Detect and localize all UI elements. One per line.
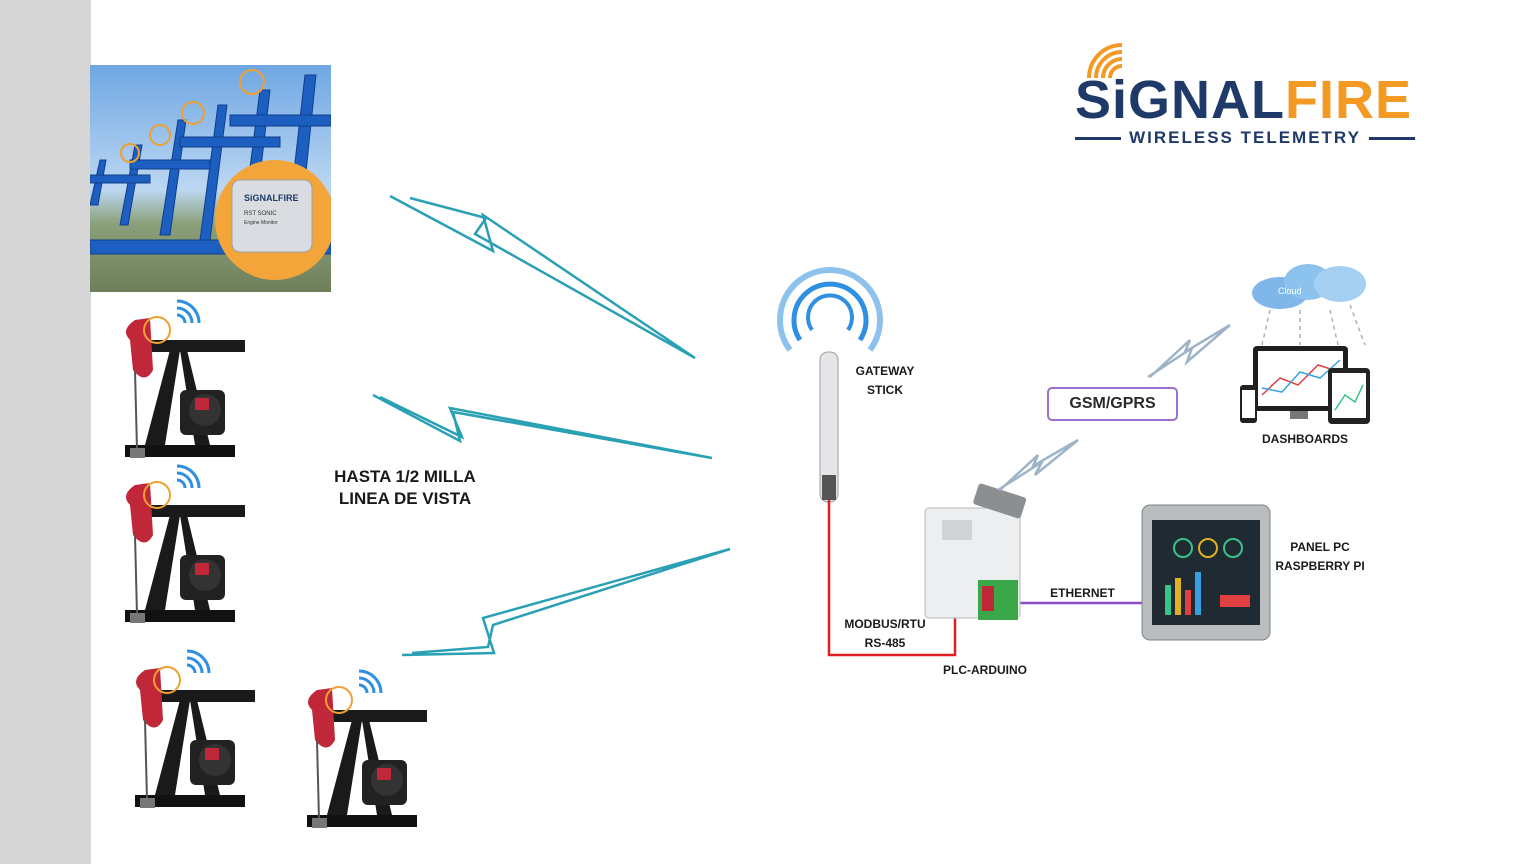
gateway-antenna-base: [822, 475, 836, 500]
cloud-label: Cloud: [1278, 286, 1302, 296]
device-model: RST SONIC: [244, 211, 277, 217]
pump-jack-1: [123, 299, 247, 460]
gsm-link-lower: [997, 438, 1079, 492]
panel-label: PANEL PC RASPBERRY PI: [1265, 538, 1375, 576]
modbus-label: MODBUS/RTU RS-485: [830, 615, 940, 653]
logo-word-signal: SiGNAL: [1075, 70, 1286, 130]
signalfire-device: [231, 179, 313, 253]
oilfield-photo-art: SiGNALFIRE RST SONIC Engine Monitor: [90, 69, 331, 280]
cloud-icon: Cloud: [1252, 264, 1366, 309]
device-sub: Engine Monitor: [244, 220, 278, 226]
gateway-line-2: STICK: [867, 383, 903, 397]
signalfire-logo: SiGNALFIRE WIRELESS TELEMETRY: [1075, 40, 1420, 155]
range-line-2: LINEA DE VISTA: [338, 489, 472, 508]
pump-jack-4: [305, 669, 429, 830]
gateway-line-1: GATEWAY: [855, 364, 915, 378]
logo-dash-right: [1368, 136, 1416, 140]
gateway-label: GATEWAY STICK: [845, 362, 925, 400]
ethernet-label: ETHERNET: [1050, 586, 1115, 600]
range-label: HASTA 1/2 MILLA LINEA DE VISTA: [300, 466, 510, 510]
left-gray-bar: [0, 0, 91, 864]
logo-wordmark: SiGNALFIRE: [1075, 70, 1412, 130]
gsm-gprs-box: GSM/GPRS: [1047, 387, 1178, 421]
panel-pc: [1141, 504, 1271, 641]
logo-dash-left: [1075, 136, 1122, 140]
radio-link-2: [372, 393, 713, 460]
modbus-line-1: MODBUS/RTU: [844, 617, 926, 631]
radio-link-1: [389, 194, 696, 360]
modbus-line-2: RS-485: [864, 636, 906, 650]
range-line-1: HASTA 1/2 MILLA: [334, 467, 476, 486]
panel-line-1: PANEL PC: [1290, 540, 1350, 554]
gateway-signal-icon: [777, 267, 883, 352]
plc-arduino-device: [924, 483, 1027, 620]
logo-word-fire: FIRE: [1285, 70, 1413, 130]
dashboards-label: DASHBOARDS: [1261, 432, 1348, 446]
oilfield-photo: SiGNALFIRE RST SONIC Engine Monitor: [90, 65, 331, 292]
plc-label: PLC-ARDUINO: [943, 663, 1027, 677]
dashboard-devices: [1240, 346, 1370, 424]
logo-signal-icon: [1087, 43, 1123, 79]
pump-jack-3: [133, 649, 257, 810]
logo-tagline: WIRELESS TELEMETRY: [1129, 128, 1361, 147]
pump-jack-2: [123, 464, 247, 625]
device-brand: SiGNALFIRE: [244, 193, 299, 203]
panel-line-2: RASPBERRY PI: [1275, 559, 1365, 573]
gsm-link-upper: [1147, 323, 1231, 379]
radio-link-3: [401, 547, 731, 657]
logo-tagline-row: WIRELESS TELEMETRY: [1075, 128, 1416, 148]
